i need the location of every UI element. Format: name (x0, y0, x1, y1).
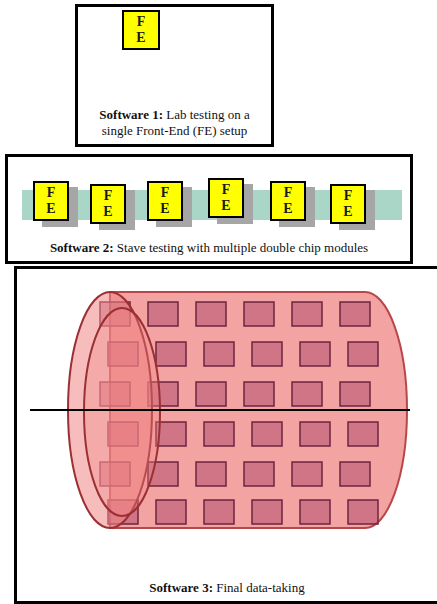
beam-axis (30, 409, 410, 411)
chip-label: F E (134, 14, 148, 46)
pixel-module (292, 462, 322, 486)
pixel-module (348, 422, 378, 446)
chip-label: F E (341, 188, 355, 220)
pixel-module (204, 500, 234, 524)
pixel-module (156, 342, 186, 366)
fe-chip: F E (33, 181, 69, 221)
fe-chip: F E (208, 178, 244, 218)
pixel-module (148, 302, 178, 326)
pixel-module (156, 500, 186, 524)
software-panel: Software 3:Final data-taking (14, 266, 437, 604)
fe-chip: F E (122, 10, 160, 50)
pixel-module (340, 462, 370, 486)
panel-description: Stave testing with multiple double chip … (117, 240, 368, 255)
pixel-module (244, 462, 274, 486)
pixel-module (252, 500, 282, 524)
pixel-module (252, 422, 282, 446)
panel-caption: Software 3:Final data-taking (27, 580, 427, 596)
chip-label: F E (101, 188, 115, 220)
software-panel: F E Software 1:Lab testing on a single Fr… (75, 4, 274, 147)
pixel-module (292, 302, 322, 326)
pixel-module (196, 302, 226, 326)
fe-chip: F E (330, 184, 366, 224)
pixel-module (252, 342, 282, 366)
pixel-module (348, 500, 378, 524)
software-label: Software 1: (99, 107, 163, 122)
pixel-module (244, 302, 274, 326)
panel-caption: Software 1:Lab testing on a single Front… (86, 107, 263, 139)
fe-chip: F E (147, 181, 183, 221)
pixel-module (340, 302, 370, 326)
pixel-module (244, 382, 274, 406)
pixel-module (300, 422, 330, 446)
software-panel: F E F E F E F E F E F E Software 2:Stave testi… (5, 154, 413, 264)
chip-label: F E (219, 182, 233, 214)
pixel-module (348, 342, 378, 366)
software-label: Software 2: (50, 240, 114, 255)
pixel-module (204, 422, 234, 446)
pixel-module (300, 342, 330, 366)
pixel-module (204, 342, 234, 366)
software-label: Software 3: (149, 580, 213, 595)
detector-cylinder (30, 292, 410, 528)
pixel-module (300, 500, 330, 524)
fe-chip: F E (90, 184, 126, 224)
panel-caption: Software 2:Stave testing with multiple d… (16, 240, 402, 256)
pixel-module (196, 382, 226, 406)
pixel-module (340, 382, 370, 406)
fe-chip: F E (270, 181, 306, 221)
pixel-module (292, 382, 322, 406)
chip-label: F E (158, 185, 172, 217)
chip-label: F E (281, 185, 295, 217)
pixel-module (196, 462, 226, 486)
panel-description: Final data-taking (216, 580, 304, 595)
chip-label: F E (44, 185, 58, 217)
